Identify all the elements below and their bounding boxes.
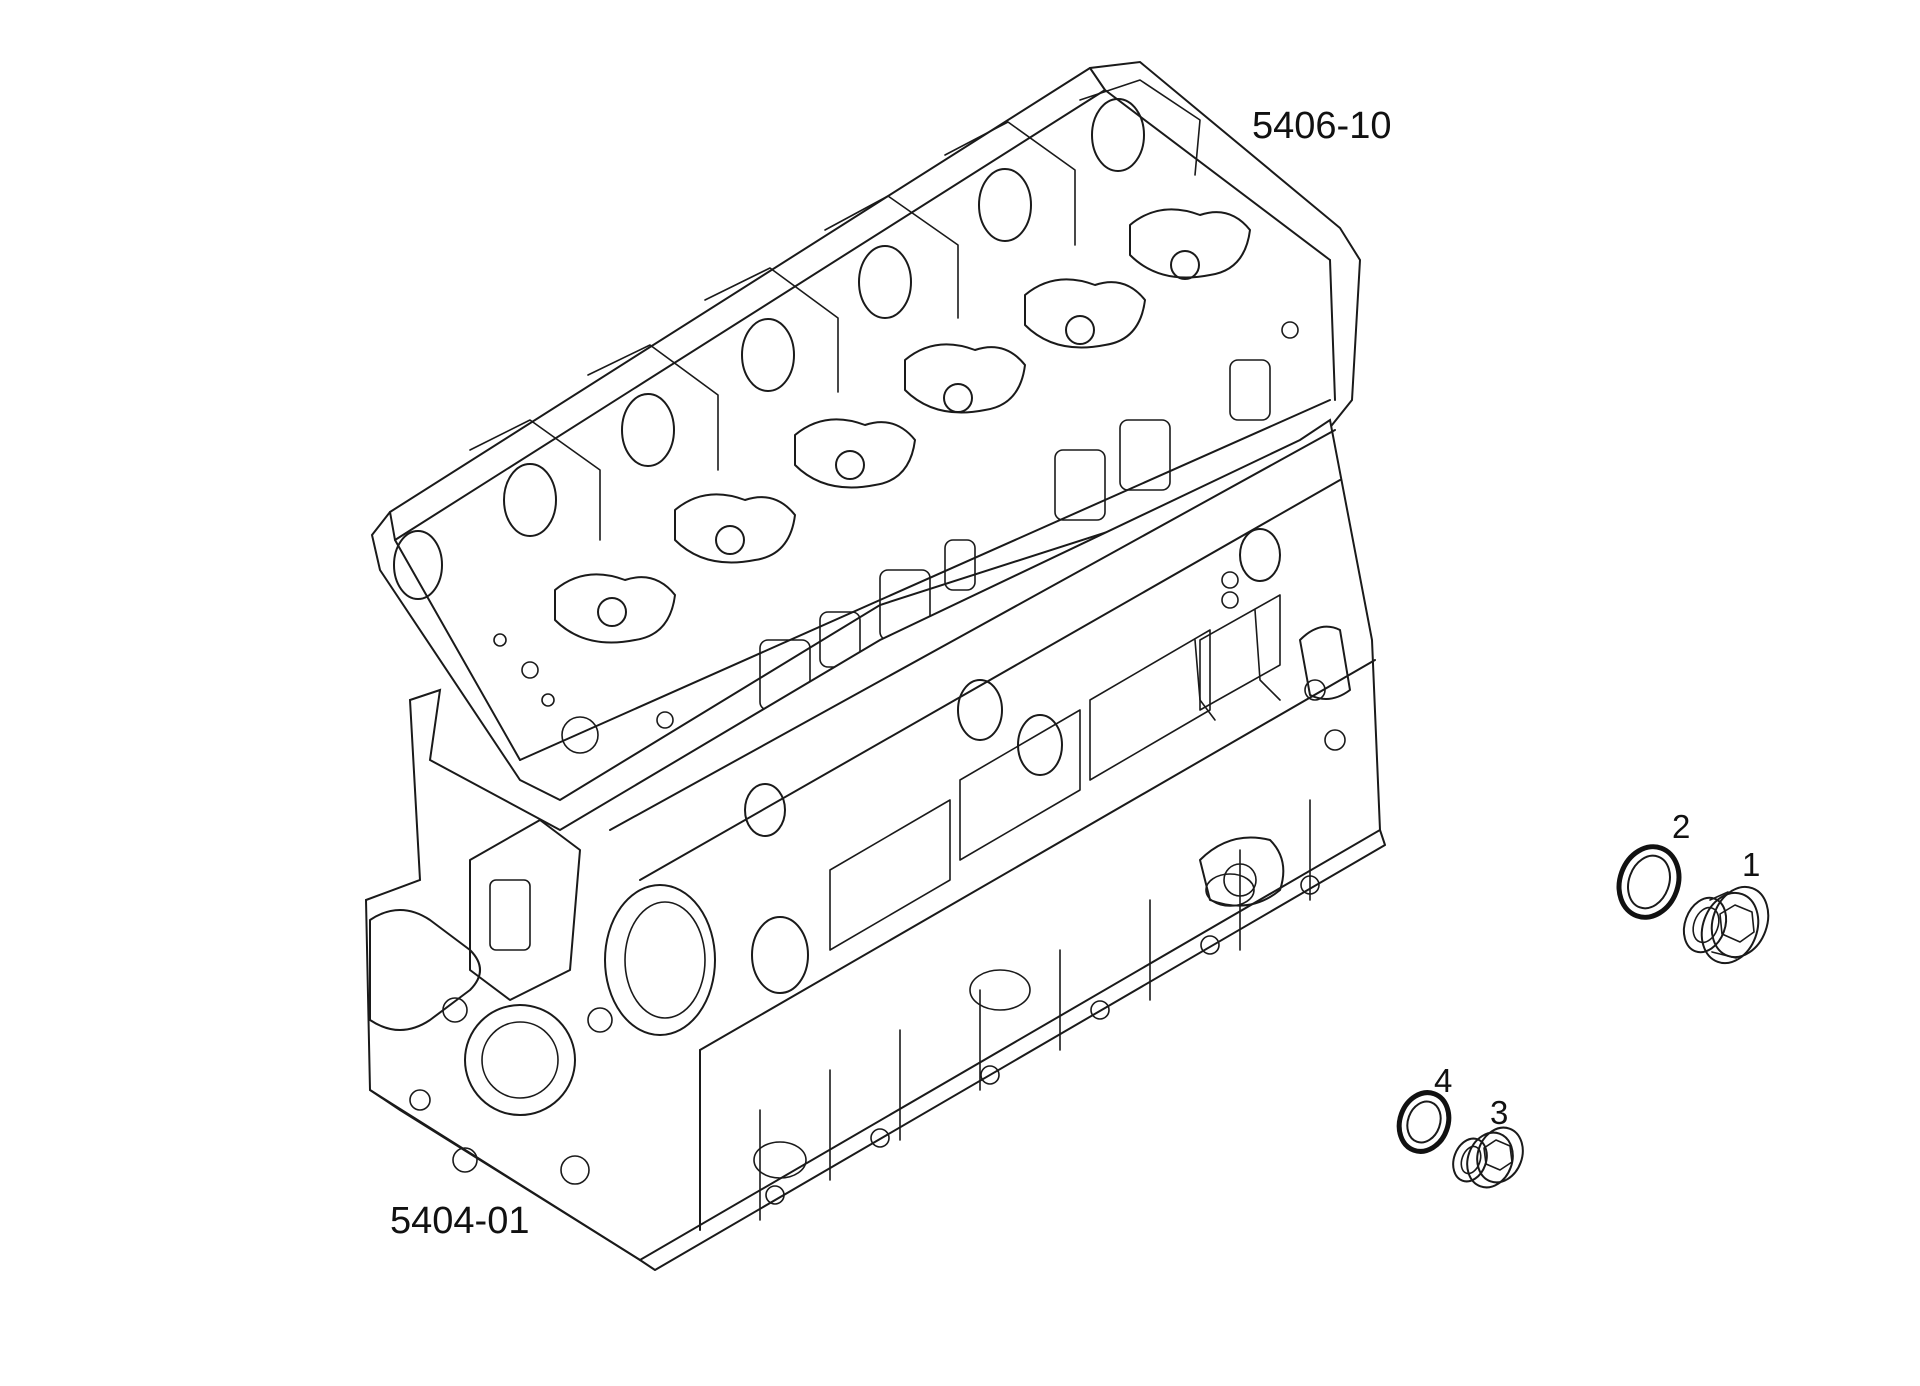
part-3-threaded-plug (1452, 1126, 1524, 1189)
crankcase-webs (753, 594, 1311, 1221)
crankcase-reference-label: 5404-01 (390, 1200, 529, 1242)
crankshaft-bore (604, 679, 1063, 1036)
cylinder-head-outline (370, 60, 1362, 802)
part-3-callout: 3 (1490, 1094, 1508, 1131)
part-2-sealing-ring (1616, 844, 1682, 920)
cylinder-head-reference-label: 5406-10 (1252, 105, 1391, 147)
rear-face-details (1194, 528, 1351, 907)
reference-labels: 5406-10 5404-01 2 1 4 3 (390, 105, 1760, 1242)
part-1-callout: 1 (1742, 846, 1760, 883)
cylinder-deck-pads (554, 208, 1251, 644)
intake-ports (393, 79, 1201, 600)
part-1-threaded-plug (1682, 885, 1770, 965)
engine-block-drawing (364, 60, 1386, 1271)
part-4-sealing-ring (1396, 1090, 1452, 1154)
oil-pan-rail (765, 875, 1320, 1205)
part-4-callout: 4 (1434, 1062, 1452, 1099)
part-2-callout: 2 (1672, 808, 1690, 845)
timing-case-front (369, 819, 613, 1185)
crankcase-outline (364, 418, 1386, 1271)
